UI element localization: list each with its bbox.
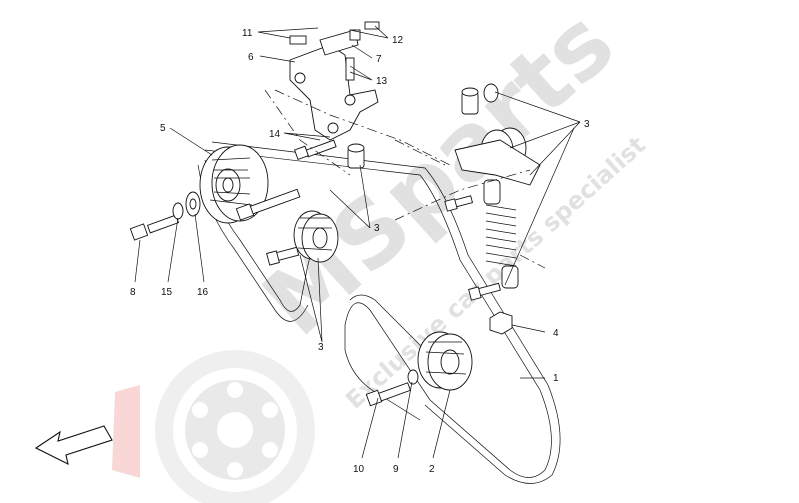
spacer-sleeve [347, 143, 365, 169]
bolt-12 [349, 21, 380, 41]
bolt-13 [345, 57, 355, 81]
washer-15 [172, 202, 184, 220]
spacer-bushing [461, 83, 499, 115]
bolt-14 [294, 139, 337, 160]
damper-spring [483, 179, 519, 289]
washer-9 [407, 369, 419, 385]
front-direction-arrow [34, 425, 113, 466]
callout-13: 13 [376, 76, 388, 87]
bolt-mid [266, 246, 300, 266]
callout-5: 5 [160, 123, 166, 134]
bolt-11 [289, 35, 307, 45]
callout-4: 4 [553, 328, 559, 339]
callout-6: 6 [248, 52, 254, 63]
callout-15: 15 [161, 287, 173, 298]
callout-14: 14 [269, 129, 281, 140]
callout-12: 12 [392, 35, 404, 46]
centerline-3 [394, 139, 446, 166]
callout-8: 8 [130, 287, 136, 298]
watermark-logo [112, 350, 315, 503]
callout-3-lower: 3 [318, 342, 324, 353]
lower-pulley [417, 331, 473, 391]
callout-7: 7 [376, 54, 382, 65]
callout-3-mid: 3 [374, 223, 380, 234]
callout-10: 10 [353, 464, 365, 475]
centerline-4 [394, 169, 531, 221]
upper-bracket [289, 29, 379, 141]
bolt-damper-upper [444, 195, 474, 212]
centerline-5 [519, 254, 546, 269]
bolt-8 [129, 214, 180, 241]
centerline-1 [274, 89, 451, 166]
large-pulley [199, 144, 269, 224]
leader-lines [134, 25, 581, 459]
callout-2: 2 [429, 464, 435, 475]
callouts: 1 2 3 3 3 4 5 6 7 8 9 10 11 12 13 14 15 … [130, 28, 590, 475]
callout-9: 9 [393, 464, 399, 475]
bolt-10 [365, 382, 411, 407]
bolt-damper-lower [468, 282, 501, 301]
centerline-2 [264, 89, 351, 176]
callout-11: 11 [242, 28, 253, 39]
idler-pulley-mid [293, 210, 339, 263]
watermark-brand: MSparts [243, 0, 634, 356]
bolt-long-pulley [235, 188, 301, 221]
callout-16: 16 [197, 287, 209, 298]
callout-1: 1 [553, 373, 559, 384]
callout-3-right: 3 [584, 119, 590, 130]
nut-4 [489, 311, 513, 335]
tensioner-arm [454, 139, 541, 186]
washer-16 [185, 191, 201, 217]
